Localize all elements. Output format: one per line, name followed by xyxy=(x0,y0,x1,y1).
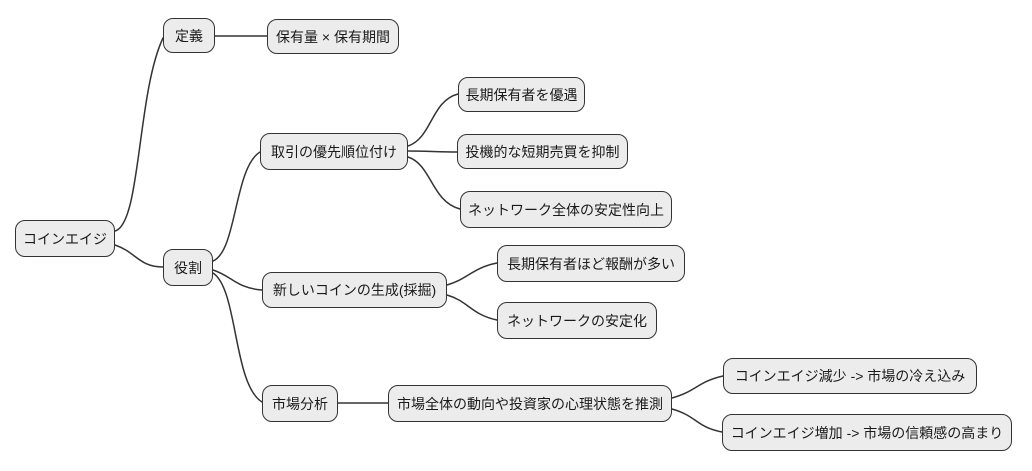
node-tx-priority: 取引の優先順位付け xyxy=(260,133,408,170)
node-formula: 保有量 × 保有期間 xyxy=(267,19,399,54)
edge-role-market-analysis xyxy=(212,272,263,403)
node-coinage-decrease: コインエイジ減少 -> 市場の冷え込み xyxy=(723,358,977,394)
edge-txpriority-speculation xyxy=(407,150,458,153)
node-market-sentiment: 市場全体の動向や投資家の心理状態を推測 xyxy=(388,385,672,422)
edge-generation-stabilize xyxy=(446,294,498,321)
node-role: 役割 xyxy=(163,249,213,286)
node-market-analysis: 市場分析 xyxy=(262,385,338,422)
node-network-stabilization: ネットワークの安定化 xyxy=(497,302,657,339)
edge-sentiment-increase xyxy=(671,408,723,433)
edge-sentiment-decrease xyxy=(671,375,724,399)
edge-generation-reward xyxy=(446,262,498,286)
edge-txpriority-network xyxy=(407,156,461,210)
edge-root-role xyxy=(114,244,164,268)
edge-role-coin-generation xyxy=(212,269,263,291)
edge-txpriority-longterm xyxy=(407,93,459,147)
node-longterm-reward: 長期保有者ほど報酬が多い xyxy=(497,245,685,282)
edge-role-tx-priority xyxy=(212,151,261,262)
node-definition: 定義 xyxy=(163,18,215,53)
node-coin-generation: 新しいコインの生成(採掘) xyxy=(262,272,447,308)
node-longterm-favor: 長期保有者を優遇 xyxy=(458,77,585,112)
node-coinage-increase: コインエイジ増加 -> 市場の信頼感の高まり xyxy=(722,414,1012,451)
node-coinage: コインエイジ xyxy=(15,220,115,257)
node-network-stability: ネットワーク全体の安定性向上 xyxy=(460,191,672,228)
edge-root-definition xyxy=(114,37,164,232)
node-speculation-suppress: 投機的な短期売買を抑制 xyxy=(457,134,628,169)
